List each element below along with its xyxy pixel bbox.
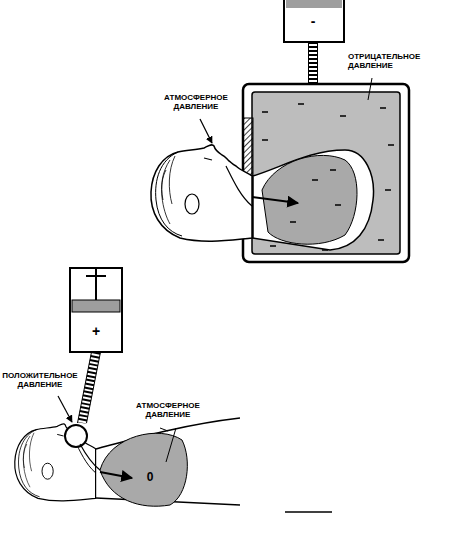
- piston-sign: -: [304, 14, 322, 29]
- pressure-label: ПОЛОЖИТЕЛЬНОЕ ДАВЛЕНИЕ: [2, 372, 78, 390]
- pressure-label: АТМОСФЕРНОЕ ДАВЛЕНИЕ: [130, 402, 206, 420]
- negative-pressure-tank: [151, 0, 409, 262]
- pressure-label: ОТРИЦАТЕЛЬНОЕ ДАВЛЕНИЕ: [348, 53, 430, 71]
- piston-sign: +: [87, 324, 105, 339]
- lung-pressure-value: 0: [141, 471, 159, 484]
- positive-pressure-ventilation: [15, 268, 332, 512]
- pressure-label: АТМОСФЕРНОЕ ДАВЛЕНИЕ: [158, 94, 234, 112]
